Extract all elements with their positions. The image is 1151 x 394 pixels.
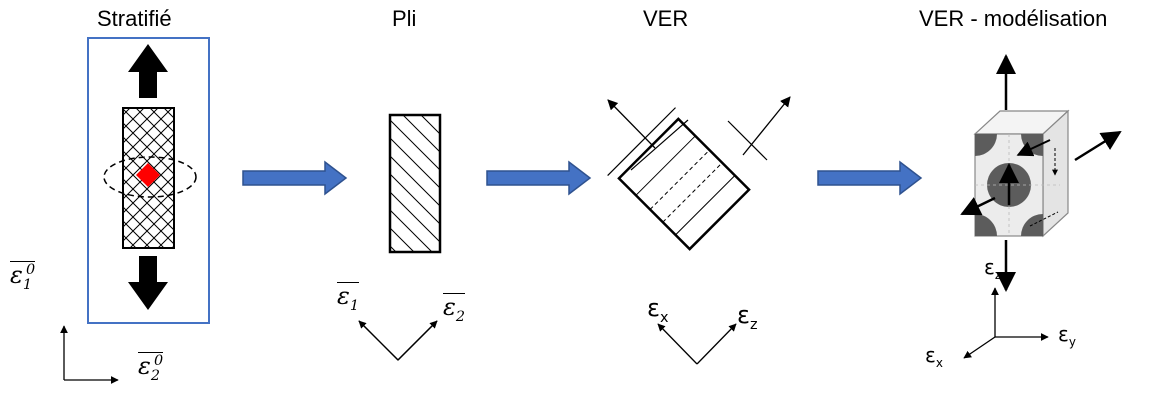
label-eps1-0: ε10	[10, 261, 36, 293]
ply-panel	[358, 113, 442, 361]
label-model-eps-x: εx	[925, 343, 943, 370]
title-rve: VER	[643, 6, 689, 31]
rve-panel	[607, 96, 791, 365]
rve-square	[617, 117, 751, 251]
model-axes	[963, 287, 1049, 359]
dashed-ellipse	[103, 156, 197, 198]
rve-arrow-right	[742, 96, 791, 156]
laminate-panel	[87, 37, 210, 324]
ply-axes	[358, 320, 438, 361]
label-rve-eps-x: εx	[647, 294, 669, 326]
label-model-eps-z: εz	[984, 255, 1002, 282]
label-eps2-0: ε20	[138, 352, 164, 384]
laminate-frame	[87, 37, 210, 324]
title-laminate: Stratifié	[97, 6, 172, 31]
ply-bar	[388, 113, 442, 254]
rve-model-panel	[960, 54, 1122, 359]
tension-arrow-down	[128, 256, 168, 310]
label-model-eps-y: εy	[1058, 322, 1076, 349]
laminate-axes	[60, 325, 119, 384]
label-eps1: ε1	[337, 282, 360, 314]
flow-arrow-3	[817, 160, 923, 196]
title-rve-model: VER - modélisation	[919, 6, 1108, 31]
title-ply: Pli	[392, 6, 417, 31]
tension-arrow-up	[128, 44, 168, 98]
rve-axes	[657, 323, 737, 365]
flow-arrow-2	[486, 160, 592, 196]
red-diamond-marker	[136, 163, 160, 187]
flow-arrow-1	[242, 160, 348, 196]
rve-arrow-left	[607, 99, 656, 149]
label-eps2: ε2	[443, 293, 466, 325]
label-rve-eps-z: εz	[737, 301, 758, 333]
